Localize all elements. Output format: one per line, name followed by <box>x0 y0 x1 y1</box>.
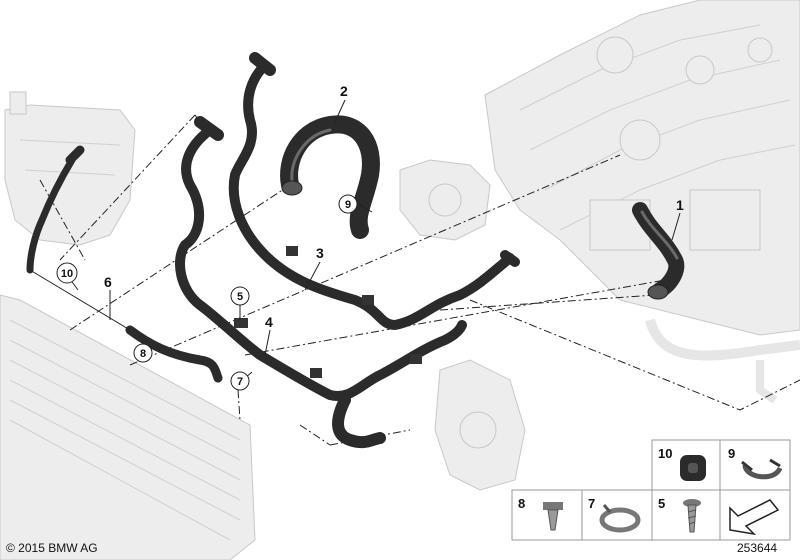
clip-markers <box>234 246 422 378</box>
legend-num-8: 8 <box>518 496 525 511</box>
svg-text:7: 7 <box>237 376 243 388</box>
svg-text:10: 10 <box>61 268 73 280</box>
callout-7-circled: 7 <box>230 371 250 391</box>
hose-clamp-clip-icon <box>741 458 783 480</box>
callout-10-circled: 10 <box>56 262 78 284</box>
callout-6: 6 <box>104 274 112 290</box>
callout-4: 4 <box>265 314 273 330</box>
callout-9-circled: 9 <box>338 194 358 214</box>
copyright-text: © 2015 BMW AG <box>6 541 98 555</box>
legend-num-10: 10 <box>658 446 672 461</box>
hose-part-3 <box>228 52 520 330</box>
hose-part-1 <box>632 202 685 300</box>
grommet-icon <box>680 455 706 481</box>
callout-5-circled: 5 <box>230 286 250 306</box>
callout-1: 1 <box>676 197 684 213</box>
legend-num-5: 5 <box>658 496 665 511</box>
legend-num-7: 7 <box>588 496 595 511</box>
radiator-ghost <box>0 294 256 560</box>
diagram-reference-number: 253644 <box>737 541 778 555</box>
engine-block-ghost <box>484 0 800 336</box>
thermostat-housing-ghost <box>399 159 491 241</box>
legend-row-2: 8 7 5 <box>511 489 791 541</box>
svg-text:5: 5 <box>237 291 243 303</box>
svg-text:8: 8 <box>140 348 146 360</box>
spring-clamp-icon <box>599 504 641 533</box>
svg-text:9: 9 <box>345 199 351 211</box>
screw-icon <box>683 499 701 533</box>
callout-2: 2 <box>340 83 348 99</box>
legend-row-1: 10 9 <box>651 439 791 491</box>
callout-3: 3 <box>316 245 324 261</box>
legend-num-9: 9 <box>728 446 735 461</box>
callout-8-circled: 8 <box>133 343 153 363</box>
expansion-tank-ghost <box>4 91 136 246</box>
lower-pipe-ghost <box>645 318 800 404</box>
hose-part-4 <box>175 116 467 449</box>
hose-part-6 <box>26 145 223 383</box>
expanding-rivet-icon <box>543 502 563 531</box>
water-pump-ghost <box>434 359 526 491</box>
leader-lines <box>66 99 681 379</box>
arrow-symbol-icon <box>729 499 780 536</box>
hose-part-2 <box>280 115 380 239</box>
